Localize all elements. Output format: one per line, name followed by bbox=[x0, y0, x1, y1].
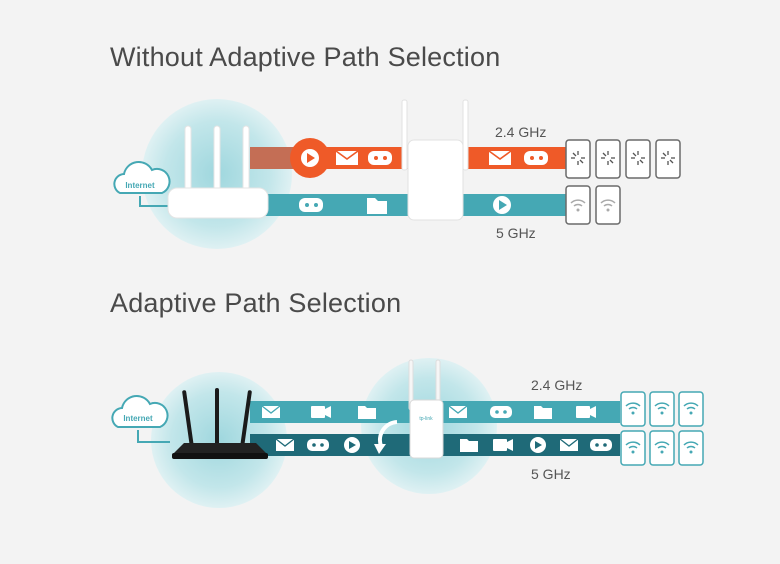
play-icon bbox=[301, 149, 319, 167]
switch-arrow-icon bbox=[377, 420, 398, 447]
mail-icon bbox=[335, 150, 359, 165]
internet-cloud-bottom: Internet bbox=[111, 394, 170, 443]
mail-icon bbox=[448, 405, 468, 418]
device-loading-3 bbox=[625, 139, 651, 179]
gamepad-icon bbox=[368, 151, 392, 165]
camera-icon bbox=[576, 406, 596, 418]
play-icon bbox=[493, 196, 511, 214]
folder-icon bbox=[460, 439, 478, 452]
mail-icon bbox=[488, 150, 512, 165]
router-white bbox=[167, 125, 269, 219]
folder-icon bbox=[534, 406, 552, 419]
extender-white bbox=[401, 99, 469, 221]
device-wifi-bottom-6 bbox=[678, 430, 704, 466]
gamepad-icon bbox=[590, 439, 612, 451]
mail-icon bbox=[559, 438, 579, 451]
play-icon bbox=[530, 437, 546, 453]
mail-icon bbox=[275, 438, 295, 451]
gamepad-icon bbox=[307, 439, 329, 451]
device-wifi-top-2 bbox=[595, 185, 621, 225]
band-24-label-bottom: 2.4 GHz bbox=[531, 377, 583, 393]
device-wifi-bottom-5 bbox=[649, 430, 675, 466]
section-title-without: Without Adaptive Path Selection bbox=[110, 42, 501, 72]
device-loading-2 bbox=[595, 139, 621, 179]
band-5-label-bottom: 5 GHz bbox=[531, 466, 571, 482]
camera-icon bbox=[311, 406, 331, 418]
device-wifi-bottom-4 bbox=[620, 430, 646, 466]
router-black bbox=[172, 388, 268, 459]
internet-label-top: Internet bbox=[125, 181, 155, 190]
gamepad-icon bbox=[490, 406, 512, 418]
gamepad-icon bbox=[299, 198, 323, 212]
band-24-label-top: 2.4 GHz bbox=[495, 124, 547, 140]
internet-label-bottom: Internet bbox=[123, 414, 153, 423]
folder-icon bbox=[367, 198, 387, 214]
mail-icon bbox=[261, 405, 281, 418]
switch-arrow-head bbox=[374, 444, 386, 454]
device-wifi-bottom-2 bbox=[649, 391, 675, 427]
device-loading-4 bbox=[655, 139, 681, 179]
extender-brand: tp-link bbox=[419, 416, 433, 422]
gamepad-icon bbox=[524, 151, 548, 165]
internet-cloud-top: Internet bbox=[113, 160, 171, 207]
extender-tplink: tp-link bbox=[408, 359, 444, 459]
camera-icon bbox=[493, 439, 513, 451]
device-wifi-bottom-1 bbox=[620, 391, 646, 427]
band-5-label-top: 5 GHz bbox=[496, 225, 536, 241]
device-wifi-top-1 bbox=[565, 185, 591, 225]
device-loading-1 bbox=[565, 139, 591, 179]
section-title-adaptive: Adaptive Path Selection bbox=[110, 288, 402, 318]
device-wifi-bottom-3 bbox=[678, 391, 704, 427]
folder-icon bbox=[358, 406, 376, 419]
play-icon bbox=[344, 437, 360, 453]
